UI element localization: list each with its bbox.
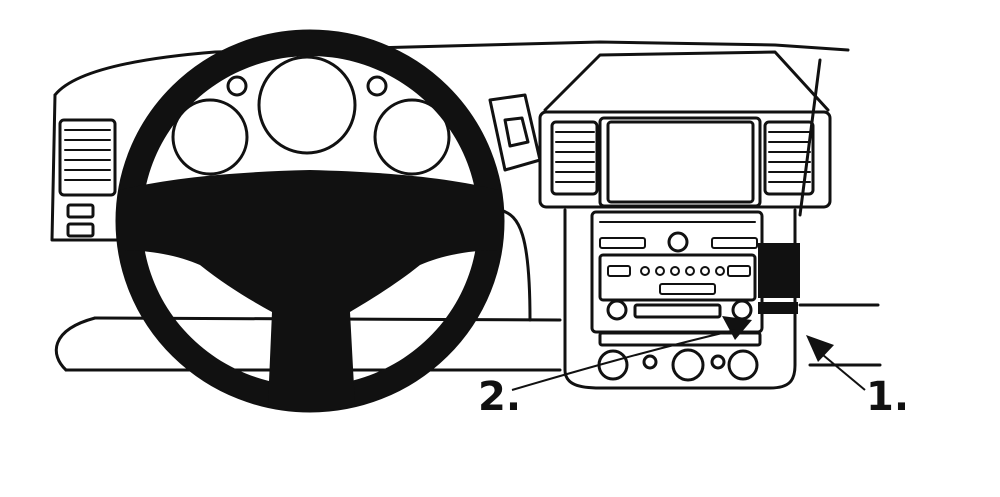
center-left-vent-slats <box>555 131 595 183</box>
dashboard-top-edge <box>50 93 122 242</box>
center-right-vent-slats <box>768 131 811 183</box>
climate-center-knob <box>671 348 705 382</box>
audio-preset-buttons <box>607 265 751 295</box>
climate-buttons-row <box>598 331 762 347</box>
dashboard-right-edge <box>798 58 822 217</box>
dashboard-outline <box>53 40 850 97</box>
small-gauge-right <box>366 75 388 97</box>
center-gauge <box>257 55 357 155</box>
climate-small-knob-1 <box>642 354 658 370</box>
navigation-screen-bezel <box>598 116 762 208</box>
left-air-vent <box>58 118 117 197</box>
dashboard-left-curve <box>54 316 97 372</box>
column-stalk <box>488 93 542 172</box>
audio-right-knob <box>731 299 753 321</box>
column-stalk-detail <box>503 116 530 148</box>
console-hood <box>543 50 830 112</box>
left-vent-slats <box>64 129 111 181</box>
climate-right-knob <box>727 349 759 381</box>
column-shroud <box>498 208 532 322</box>
screw-marker-1 <box>806 335 834 362</box>
center-right-vent <box>763 120 815 196</box>
small-gauge-left <box>226 75 248 97</box>
climate-left-knob <box>597 349 629 381</box>
cd-slot <box>633 303 722 319</box>
left-gauge <box>171 98 249 176</box>
audio-left-knob <box>606 299 628 321</box>
climate-small-knob-2 <box>710 354 726 370</box>
right-gauge <box>373 98 451 176</box>
audio-panel <box>590 210 764 334</box>
audio-center-knob <box>667 231 689 253</box>
left-switch-1 <box>66 203 95 219</box>
center-left-vent <box>550 120 599 196</box>
callout-label-1: 1. <box>866 374 909 420</box>
audio-display <box>598 253 757 302</box>
center-stack-body <box>563 208 797 390</box>
callout-2-leader <box>511 329 736 391</box>
phone-holder-mount <box>758 243 800 298</box>
screw-marker-2 <box>722 316 752 340</box>
left-switch-2 <box>66 222 95 238</box>
mount-bracket <box>758 302 798 314</box>
callout-label-2: 2. <box>478 374 521 420</box>
navigation-screen <box>606 120 755 204</box>
audio-top-buttons <box>599 221 758 249</box>
callout-1-leader <box>822 354 866 391</box>
steering-wheel-hub <box>120 170 498 405</box>
